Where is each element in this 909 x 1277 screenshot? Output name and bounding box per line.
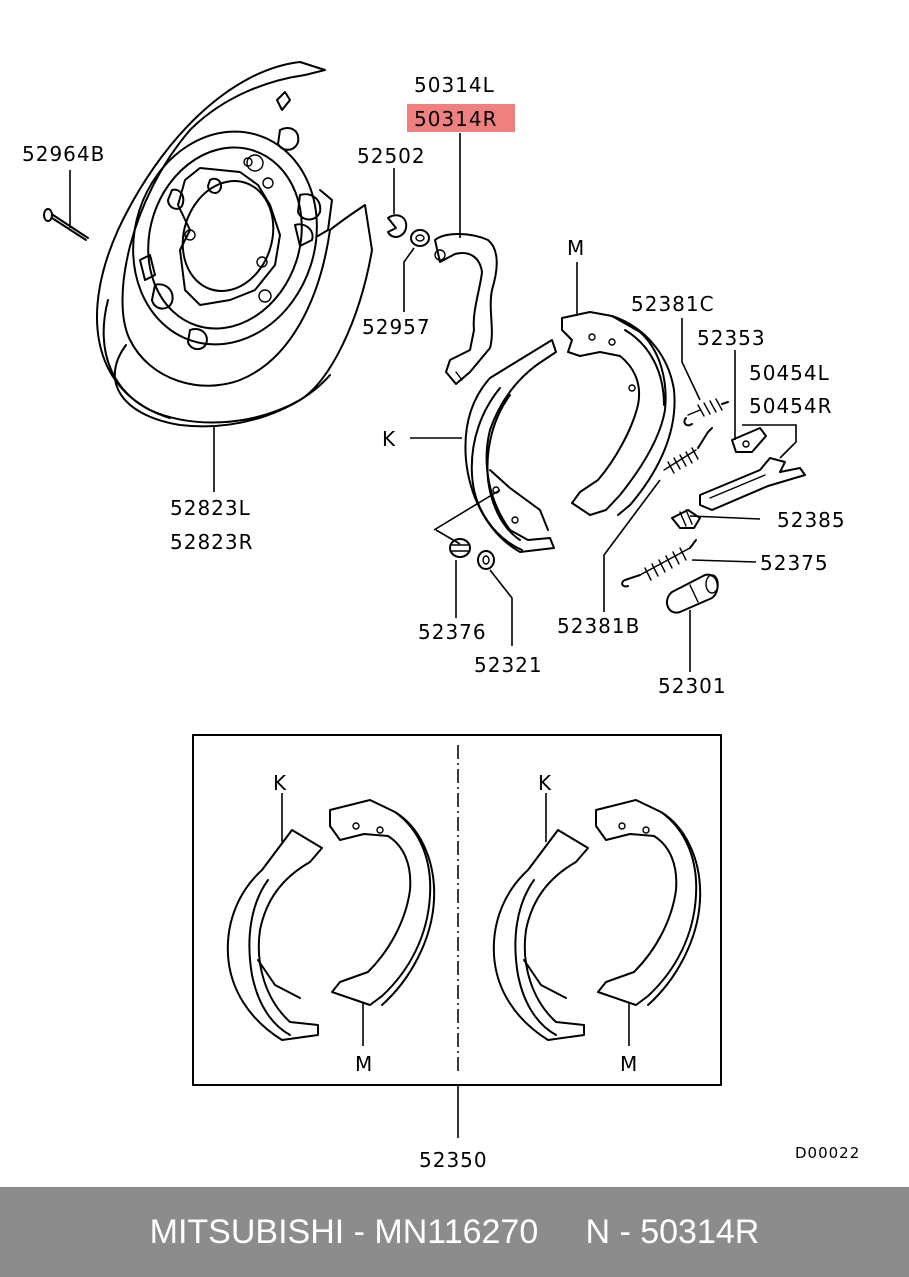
spring-52385 <box>671 509 701 529</box>
diagram-code: D00022 <box>795 1144 860 1162</box>
label-52376: 52376 <box>418 620 487 644</box>
parts-diagram: 50314L 50314R 52964B 52502 52957 52823L … <box>22 61 860 1172</box>
label-kit-M-right: M <box>620 1052 638 1076</box>
highlight-50314R <box>407 104 515 132</box>
label-52823R: 52823R <box>170 530 254 554</box>
pin-52321 <box>477 550 495 570</box>
label-52375: 52375 <box>760 551 829 575</box>
label-50454R: 50454R <box>749 394 833 418</box>
label-52321: 52321 <box>474 653 543 677</box>
adjuster-52353 <box>731 427 767 453</box>
spring-52381B <box>663 427 713 474</box>
label-52353: 52353 <box>697 326 766 350</box>
label-K: K <box>382 427 396 451</box>
spring-52381C <box>683 398 729 427</box>
kit-box-52350 <box>192 734 722 1138</box>
label-52385: 52385 <box>777 508 846 532</box>
brake-shoe-K <box>464 339 557 553</box>
label-52350: 52350 <box>419 1148 488 1172</box>
strut-50454 <box>699 457 806 511</box>
label-52957: 52957 <box>362 315 431 339</box>
washer-52502 <box>387 214 408 238</box>
parking-brake-lever <box>434 233 498 385</box>
label-52964B: 52964B <box>22 142 105 166</box>
kit-right-pair <box>492 793 702 1046</box>
brake-shoe-M <box>561 311 676 516</box>
label-kit-M-left: M <box>355 1052 373 1076</box>
leader-lines <box>69 133 797 672</box>
label-52381B: 52381B <box>557 614 640 638</box>
label-50314L: 50314L <box>414 73 495 97</box>
cup-52376 <box>449 538 471 558</box>
label-52381C: 52381C <box>631 292 715 316</box>
washer-52957 <box>410 229 430 247</box>
label-52502: 52502 <box>357 144 426 168</box>
bolt-52964B <box>43 208 89 241</box>
label-M: M <box>567 236 585 260</box>
footer-text: MITSUBISHI - MN116270 N - 50314R <box>149 1212 760 1251</box>
label-50314R: 50314R <box>414 107 498 131</box>
label-50454L: 50454L <box>749 361 830 385</box>
label-kit-K-left: K <box>273 771 287 795</box>
label-52301: 52301 <box>658 674 727 698</box>
label-kit-K-right: K <box>538 771 552 795</box>
label-52823L: 52823L <box>170 496 251 520</box>
footer-bar: MITSUBISHI - MN116270 N - 50314R <box>0 1187 909 1277</box>
spring-52375 <box>621 539 697 588</box>
backing-plate-drawing <box>96 61 373 428</box>
kit-left-pair <box>226 793 436 1046</box>
cylinder-52301 <box>665 573 719 614</box>
